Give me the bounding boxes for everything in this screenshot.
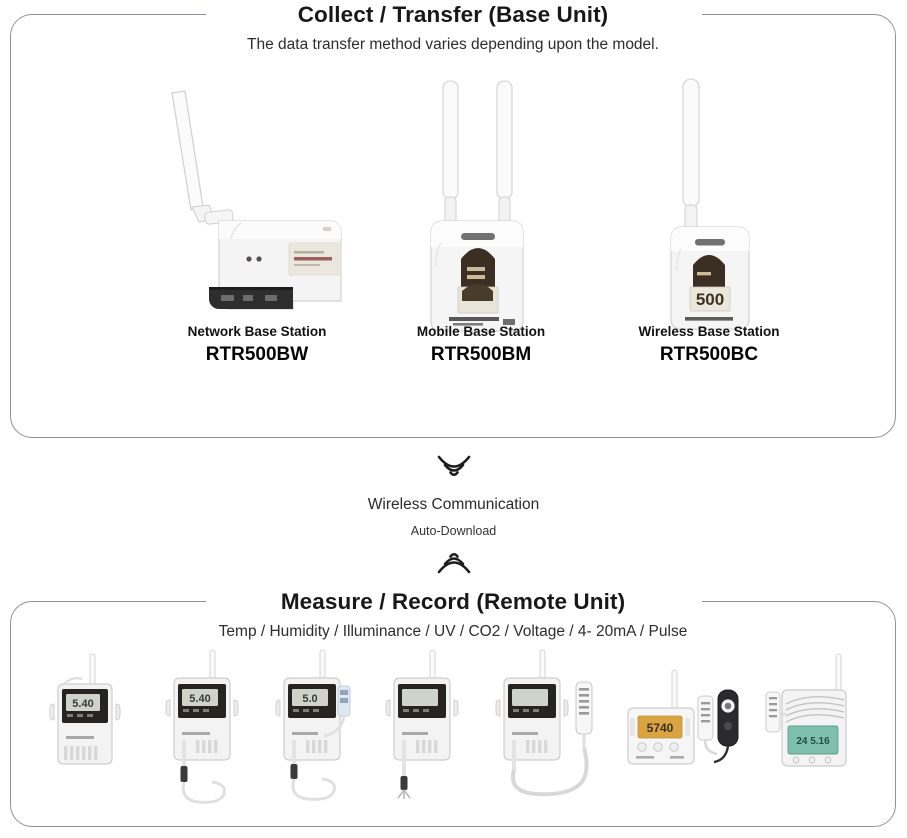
- lcd-screen: [787, 725, 839, 755]
- base-unit-wireless-caption: Wireless Base Station RTR500BC: [589, 324, 829, 367]
- remote-unit-temp[interactable]: 5.40: [34, 648, 144, 813]
- illuminance-sensor-probe: [697, 695, 718, 756]
- vent-louvers: [785, 696, 845, 723]
- base-unit-model: RTR500BM: [430, 344, 532, 366]
- lcd-screen: [182, 689, 218, 706]
- measure-panel-subtitle: Temp / Humidity / Illuminance / UV / CO2…: [218, 623, 688, 640]
- vent-slots: [196, 740, 218, 753]
- vent-slots: [306, 740, 328, 753]
- base-unit-mobile-caption: Mobile Base Station RTR500BM: [361, 324, 601, 367]
- lcd-screen: [66, 694, 100, 711]
- base-unit-model: RTR500BC: [659, 344, 759, 366]
- wireless-link-zone: Wireless Communication Auto-Download: [0, 452, 907, 592]
- wireless-base-lcd-value: 500: [696, 290, 724, 309]
- device-body: 24 5.16: [781, 689, 847, 767]
- base-unit-network-caption: Network Base Station RTR500BW: [137, 324, 377, 367]
- title-notch: [206, 597, 702, 605]
- sensor-cable: [290, 740, 336, 801]
- remote-unit-probe-clip[interactable]: 5.0: [258, 648, 368, 813]
- mobile-base-station-art: [361, 73, 601, 332]
- base-unit-kind: Network Base Station: [187, 324, 327, 340]
- auto-download-label: Auto-Download: [410, 524, 497, 538]
- lcd-screen: [402, 689, 438, 706]
- remote-unit-probe-single[interactable]: 5.40: [148, 648, 258, 813]
- sensor-probe-clip: [323, 685, 351, 738]
- antenna-icon: [171, 90, 234, 225]
- remote-lcd-value: 5.0: [302, 693, 317, 705]
- antenna-icon: [442, 80, 513, 232]
- base-unit-network[interactable]: Network Base Station RTR500BW: [137, 73, 377, 373]
- base-unit-kind: Mobile Base Station: [416, 324, 546, 340]
- device-body: 5740: [627, 707, 695, 765]
- remote-unit-row: 5.40: [0, 648, 907, 818]
- device-body: 5.40: [49, 677, 121, 765]
- antenna-icon: [682, 78, 700, 238]
- sensor-cable: [180, 740, 226, 804]
- base-unit-model: RTR500BW: [205, 344, 309, 366]
- remote-unit-wire-leads[interactable]: [372, 648, 482, 813]
- wireless-base-station-art: 500: [589, 73, 829, 331]
- lcd-screen: [637, 715, 683, 739]
- collect-panel-subtitle: The data transfer method varies dependin…: [247, 36, 659, 53]
- remote-unit-illuminance-uv[interactable]: 5740: [612, 648, 752, 813]
- device-body: [385, 677, 459, 761]
- device-body: 5.0: [275, 677, 349, 761]
- remote-lcd-value: 24 5.16: [796, 736, 830, 747]
- vent-slots: [416, 740, 438, 753]
- network-base-station-art: [137, 73, 377, 331]
- sensor-cable: [397, 740, 411, 799]
- remote-unit-humidity-probe[interactable]: [482, 648, 612, 813]
- device-body: [430, 220, 524, 332]
- measure-panel-title: Measure / Record (Remote Unit): [280, 589, 626, 614]
- remote-lcd-value: 5.40: [72, 698, 93, 710]
- device-body: 500: [670, 226, 750, 330]
- collect-panel-title: Collect / Transfer (Base Unit): [297, 2, 609, 27]
- uv-sensor-probe: [713, 689, 739, 764]
- device-body: 5.40: [165, 677, 239, 761]
- base-unit-wireless[interactable]: 500 Wireless Base Station RTR500BC: [589, 73, 829, 373]
- sensor-cable: [511, 740, 589, 797]
- vent-slots: [64, 746, 98, 760]
- base-unit-kind: Wireless Base Station: [638, 324, 780, 340]
- remote-lcd-value: 5740: [647, 721, 674, 735]
- wireless-communication-label: Wireless Communication: [367, 496, 540, 513]
- vent-slots: [526, 740, 548, 753]
- device-body: [209, 220, 342, 310]
- humidity-sensor-probe: [575, 681, 593, 748]
- base-unit-row: Network Base Station RTR500BW: [11, 73, 895, 373]
- lcd-screen: [292, 689, 328, 706]
- lcd-screen: [512, 689, 548, 706]
- collect-transfer-panel: Collect / Transfer (Base Unit) The data …: [10, 2, 896, 438]
- base-unit-mobile[interactable]: Mobile Base Station RTR500BM: [361, 73, 601, 373]
- device-body: [495, 677, 569, 761]
- remote-lcd-value: 5.40: [189, 693, 210, 705]
- measure-record-panel: Measure / Record (Remote Unit) Temp / Hu…: [10, 589, 896, 827]
- wireless-signal-down-icon: [430, 548, 478, 578]
- co2-sensor-probe: [765, 691, 786, 733]
- wireless-signal-up-icon: [430, 451, 478, 481]
- title-notch: [206, 10, 702, 18]
- remote-unit-co2[interactable]: 24 5.16: [760, 648, 880, 813]
